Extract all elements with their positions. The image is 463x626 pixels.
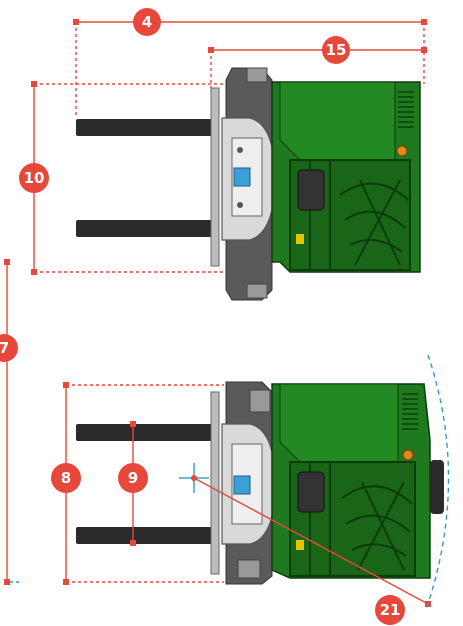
hydraulic-block — [233, 167, 251, 187]
fork-plate-2 — [210, 391, 220, 575]
svg-text:15: 15 — [326, 41, 347, 59]
warning-light-2 — [402, 449, 414, 461]
carriage-bolt-2 — [237, 202, 243, 208]
svg-text:9: 9 — [128, 469, 138, 487]
mast-guard-top-2 — [249, 389, 271, 413]
carriage-bolt-1 — [237, 147, 243, 153]
turning-radius-arc — [425, 354, 450, 611]
fork-plate — [210, 87, 220, 267]
seat — [297, 169, 325, 211]
callout-badge-9: 9 — [118, 463, 148, 493]
hydraulic-block-2 — [233, 475, 251, 495]
fork-lower — [76, 220, 216, 237]
svg-text:4: 4 — [142, 13, 152, 31]
svg-text:10: 10 — [24, 169, 45, 187]
mast-guard-bottom — [246, 283, 268, 299]
radiator-vents-2 — [402, 393, 418, 430]
dim-21-line — [193, 477, 429, 605]
mast-guard-top — [246, 67, 268, 83]
svg-text:8: 8 — [61, 469, 71, 487]
callout-badge-15: 15 — [322, 36, 350, 64]
callout-badge-10: 10 — [19, 163, 49, 193]
fork-lower-2 — [76, 527, 216, 544]
rear-wheel — [430, 460, 444, 514]
callout-badge-21: 21 — [375, 595, 405, 625]
turning-center-dot — [191, 475, 197, 481]
mast-guard-bottom-2 — [237, 559, 261, 579]
fork-upper-2 — [76, 424, 216, 441]
svg-text:21: 21 — [380, 601, 401, 619]
radiator-vents — [398, 91, 414, 128]
svg-text:7: 7 — [0, 339, 9, 357]
callout-badge-4: 4 — [133, 8, 161, 36]
forklift-top-view — [76, 67, 421, 301]
steering-column-2 — [296, 540, 304, 550]
cowl-panel — [279, 81, 396, 161]
warning-light — [396, 145, 408, 157]
operator-cage-2 — [289, 461, 416, 577]
callout-badge-7: 7 — [0, 334, 18, 362]
callout-badge-8: 8 — [51, 463, 81, 493]
fork-upper — [76, 119, 216, 136]
cowl-panel-2 — [279, 383, 399, 463]
seat-2 — [297, 471, 325, 513]
steering-column — [296, 234, 304, 244]
